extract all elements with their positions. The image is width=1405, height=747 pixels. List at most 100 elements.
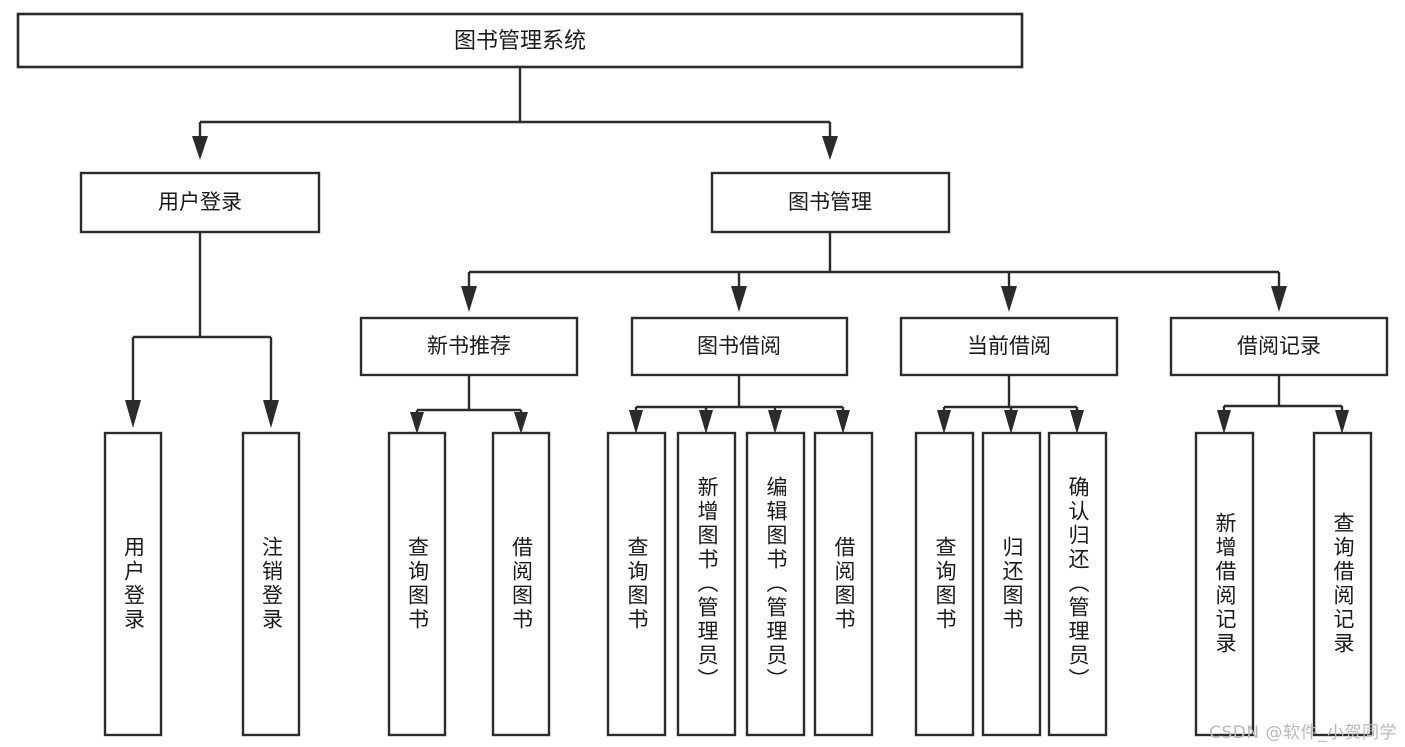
arrow-head-icon xyxy=(822,136,838,160)
node-box xyxy=(359,316,579,377)
leaf-node-query-borrow-record[interactable]: 查询借阅记录 xyxy=(1312,431,1373,737)
leaf-node-query-book-2[interactable]: 查询图书 xyxy=(606,431,667,737)
leaf-box xyxy=(491,431,551,737)
leaf-label: 归还图书 xyxy=(1000,536,1024,632)
node-label: 图书管理 xyxy=(788,190,872,214)
node-label: 用户登录 xyxy=(158,190,242,214)
node-box xyxy=(899,316,1119,377)
node-label: 新书推荐 xyxy=(427,334,511,358)
leaf-label-wrap: 用户登录 xyxy=(121,536,146,632)
leaf-node-borrow-book-1[interactable]: 借阅图书 xyxy=(491,431,551,737)
leaf-label-wrap: 新增借阅记录 xyxy=(1213,512,1237,656)
node-box xyxy=(79,171,321,234)
leaf-node-edit-book-admin[interactable]: 编辑图书（管理员） xyxy=(745,431,806,737)
node-borrow-record[interactable]: 借阅记录 xyxy=(1169,316,1389,377)
leaf-label-wrap: 注销登录 xyxy=(259,536,284,632)
leaf-node-borrow-book-2[interactable]: 借阅图书 xyxy=(813,431,874,737)
node-book-borrow[interactable]: 图书借阅 xyxy=(630,316,849,377)
leaf-node-query-book-1[interactable]: 查询图书 xyxy=(387,431,447,737)
arrow-head-icon xyxy=(768,410,782,434)
arrow-head-icon xyxy=(1271,286,1287,312)
connectors-user-login-to-leaves xyxy=(125,233,279,428)
node-box xyxy=(16,12,1024,69)
connectors-book-borrow-to-leaves xyxy=(629,375,850,434)
arrow-head-icon xyxy=(629,410,643,434)
leaf-label-wrap: 查询图书 xyxy=(933,536,957,632)
connectors-root-to-level2 xyxy=(192,68,838,160)
arrow-head-icon xyxy=(1004,410,1018,434)
leaf-label-wrap: 新增图书（管理员） xyxy=(695,476,719,692)
leaf-label-wrap: 借阅图书 xyxy=(509,536,534,632)
node-box xyxy=(710,171,951,234)
leaf-node-add-borrow-record[interactable]: 新增借阅记录 xyxy=(1194,431,1255,737)
leaf-node-query-book-3[interactable]: 查询图书 xyxy=(914,431,975,737)
leaf-box xyxy=(241,431,301,737)
leaf-node-user-login[interactable]: 用户登录 xyxy=(103,431,163,737)
leaf-box xyxy=(981,431,1042,737)
leaf-label-wrap: 查询图书 xyxy=(405,536,430,632)
arrow-head-icon xyxy=(1217,410,1231,434)
leaf-label: 借阅图书 xyxy=(832,536,856,632)
leaf-label: 查询图书 xyxy=(625,536,649,632)
node-new-book-recommend[interactable]: 新书推荐 xyxy=(359,316,579,377)
leaf-box xyxy=(914,431,975,737)
leaf-box xyxy=(606,431,667,737)
leaf-label: 新增借阅记录 xyxy=(1213,512,1237,656)
leaf-label: 借阅图书 xyxy=(509,536,534,632)
leaf-node-return-book[interactable]: 归还图书 xyxy=(981,431,1042,737)
arrow-head-icon xyxy=(1335,410,1349,434)
leaf-box xyxy=(1047,431,1108,737)
node-label: 当前借阅 xyxy=(967,334,1051,358)
leaf-label-wrap: 确认归还（管理员） xyxy=(1066,476,1090,692)
leaf-box xyxy=(745,431,806,737)
leaf-box xyxy=(1194,431,1255,737)
leaf-label-wrap: 查询图书 xyxy=(625,536,649,632)
leaf-label: 确认归还（管理员） xyxy=(1066,476,1090,692)
leaf-label: 查询图书 xyxy=(933,536,957,632)
node-box xyxy=(630,316,849,377)
leaf-box xyxy=(103,431,163,737)
leaf-node-add-book-admin[interactable]: 新增图书（管理员） xyxy=(676,431,737,737)
leaf-label: 用户登录 xyxy=(121,536,146,632)
leaf-label-wrap: 编辑图书（管理员） xyxy=(764,476,788,692)
arrow-head-icon xyxy=(514,412,528,434)
leaf-box xyxy=(1312,431,1373,737)
arrow-head-icon xyxy=(263,400,279,428)
leaf-box xyxy=(387,431,447,737)
arrow-head-icon xyxy=(410,412,424,434)
connectors-current-borrow-to-leaves xyxy=(937,375,1084,434)
leaf-box xyxy=(813,431,874,737)
arrow-head-icon xyxy=(1001,286,1017,312)
leaf-label: 查询图书 xyxy=(405,536,430,632)
leaf-label: 编辑图书（管理员） xyxy=(764,476,788,692)
leaf-label: 注销登录 xyxy=(259,536,284,632)
node-book-management[interactable]: 图书管理 xyxy=(710,171,951,234)
arrow-head-icon xyxy=(1070,410,1084,434)
leaf-label: 新增图书（管理员） xyxy=(695,476,719,692)
node-label: 借阅记录 xyxy=(1237,334,1321,358)
node-label: 图书管理系统 xyxy=(454,29,586,54)
leaf-box xyxy=(676,431,737,737)
connectors-borrow-record-to-leaves xyxy=(1217,375,1349,434)
connectors-book-mgmt-to-level3 xyxy=(461,233,1287,312)
leaf-node-confirm-return-admin[interactable]: 确认归还（管理员） xyxy=(1047,431,1108,737)
arrow-head-icon xyxy=(699,410,713,434)
node-box xyxy=(1169,316,1389,377)
arrow-head-icon xyxy=(937,410,951,434)
node-current-borrow[interactable]: 当前借阅 xyxy=(899,316,1119,377)
arrow-head-icon xyxy=(461,286,477,312)
node-user-login[interactable]: 用户登录 xyxy=(79,171,321,234)
node-label: 图书借阅 xyxy=(697,334,781,358)
arrow-head-icon xyxy=(731,286,747,312)
arrow-head-icon xyxy=(836,410,850,434)
connectors-new-book-to-leaves xyxy=(410,375,528,434)
leaf-label-wrap: 借阅图书 xyxy=(832,536,856,632)
leaf-node-logout[interactable]: 注销登录 xyxy=(241,431,301,737)
node-root-book-management-system[interactable]: 图书管理系统 xyxy=(16,12,1024,69)
arrow-head-icon xyxy=(192,136,208,160)
leaf-label-wrap: 查询借阅记录 xyxy=(1331,512,1355,656)
leaf-label: 查询借阅记录 xyxy=(1331,512,1355,656)
leaf-label-wrap: 归还图书 xyxy=(1000,536,1024,632)
